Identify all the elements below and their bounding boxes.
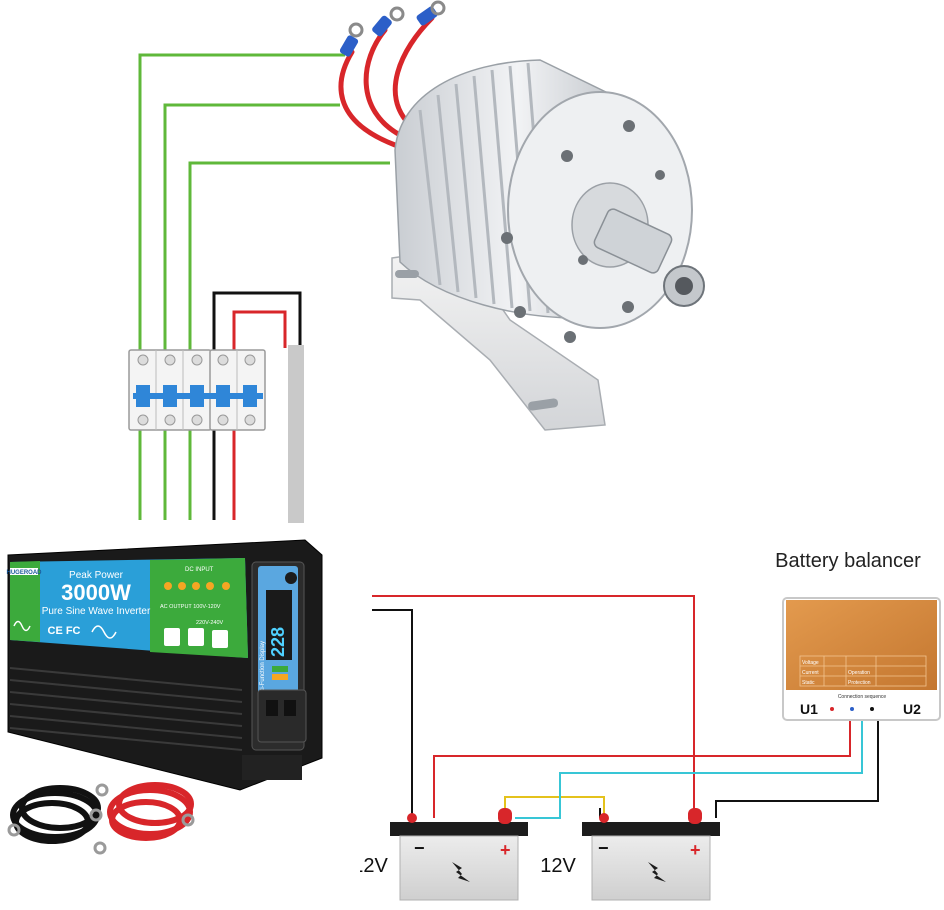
power-inverter: HUGEROAD Peak Power 3000W Pure Sine Wave… (6, 539, 323, 791)
battery-2-negative: − (598, 838, 609, 858)
motor-cables (338, 15, 435, 148)
battery-wiring (372, 595, 879, 819)
connection-dots (830, 707, 874, 711)
power-button-icon (285, 572, 297, 584)
ac-output-label-2: 220V-240V (196, 620, 224, 626)
inverter-power: 3000W (61, 580, 131, 605)
connection-sequence: Connection sequence (838, 694, 887, 700)
battery-cable-coils (10, 782, 194, 844)
battery-2-positive: + (690, 840, 701, 860)
battery-1-negative: − (414, 838, 425, 858)
terminal-u1: U1 (800, 701, 818, 717)
sine-wave-icon-small (13, 620, 31, 632)
dc-indicator-lights (164, 582, 230, 590)
display-title: Multi-Function Display (260, 641, 266, 700)
battery-2-voltage: 12V (540, 855, 576, 877)
battery-1-positive: + (500, 840, 511, 860)
battery-2: − + 12V (540, 808, 720, 901)
inverter-type: Pure Sine Wave Inverter (42, 606, 151, 617)
battery-1-voltage: 12V (352, 855, 388, 877)
spec-static: Static (802, 680, 815, 686)
spec-operation: Operation (848, 670, 870, 676)
flat-cable (288, 345, 304, 523)
lightning-icon (452, 862, 470, 882)
sine-wave-icon (91, 625, 117, 639)
wind-generator (391, 59, 705, 431)
display-readout: 228 (268, 627, 288, 657)
terminal-u2: U2 (903, 701, 921, 717)
spec-voltage: Voltage (802, 660, 819, 666)
spec-current: Current (802, 670, 819, 676)
battery-balancer: Battery balancer Voltage Current Static … (775, 550, 941, 721)
dc-input-label: DC INPUT (185, 567, 214, 573)
battery-1: − + 12V (352, 808, 528, 901)
ac-output-label: AC OUTPUT 100V-120V (160, 604, 221, 610)
circuit-breaker (128, 349, 266, 431)
peak-power-label: Peak Power (69, 570, 124, 581)
cable-ring-lugs (7, 783, 195, 855)
spec-protection: Protection (848, 680, 871, 686)
lightning-icon (648, 862, 666, 882)
ac-sockets (164, 628, 228, 648)
certification-marks: CE FC (48, 625, 81, 637)
cable-ring-terminals (339, 0, 446, 57)
balancer-title: Battery balancer (775, 550, 921, 572)
inverter-brand: HUGEROAD (6, 570, 42, 576)
generator-output-wires (138, 53, 390, 520)
